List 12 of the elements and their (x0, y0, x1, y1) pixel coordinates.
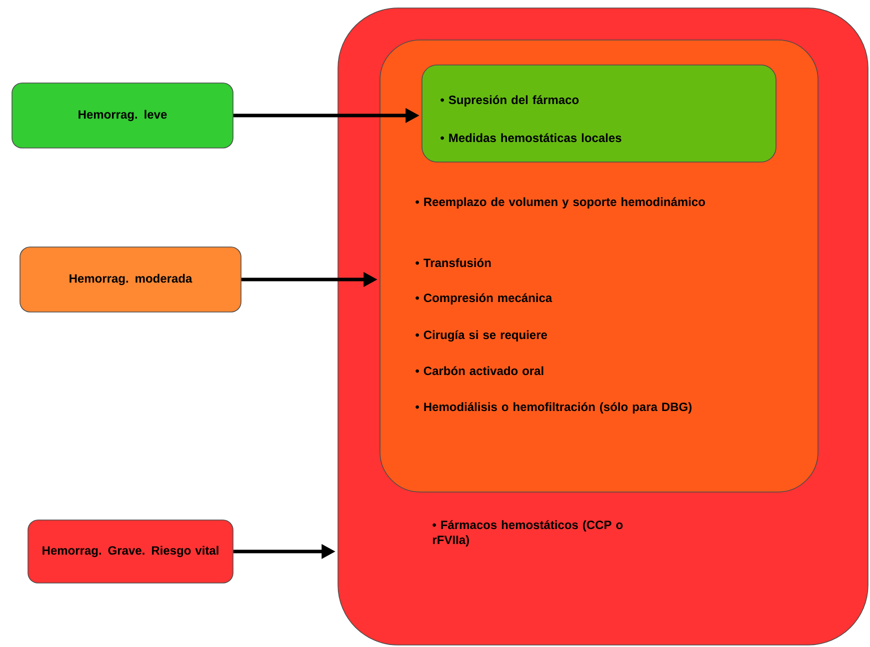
list-item: • Carbón activado oral (416, 366, 544, 376)
list-item: • Reemplazo de volumen y soporte hemodinámico (416, 197, 705, 208)
label-box: Hemorrag. Grave. Riesgo vital (28, 520, 234, 584)
list-item: • Cirugía si se requiere (416, 330, 548, 342)
list-item: • Fármacos hemostáticos (CCP o rFVIIa) (432, 520, 623, 546)
label-box: Hemorrag. leve (12, 82, 234, 148)
list-item: • Compresión mecánica (416, 293, 552, 304)
label-box: Hemorrag. moderada (20, 246, 242, 312)
list-item: • Hemodiálisis o hemofiltración (sólo para DBG) (416, 402, 692, 414)
list-item: • Medidas hemostáticas locales (440, 133, 622, 142)
list-item: • Transfusión (416, 258, 491, 268)
list-item: • Supresión del fármaco (440, 95, 579, 106)
